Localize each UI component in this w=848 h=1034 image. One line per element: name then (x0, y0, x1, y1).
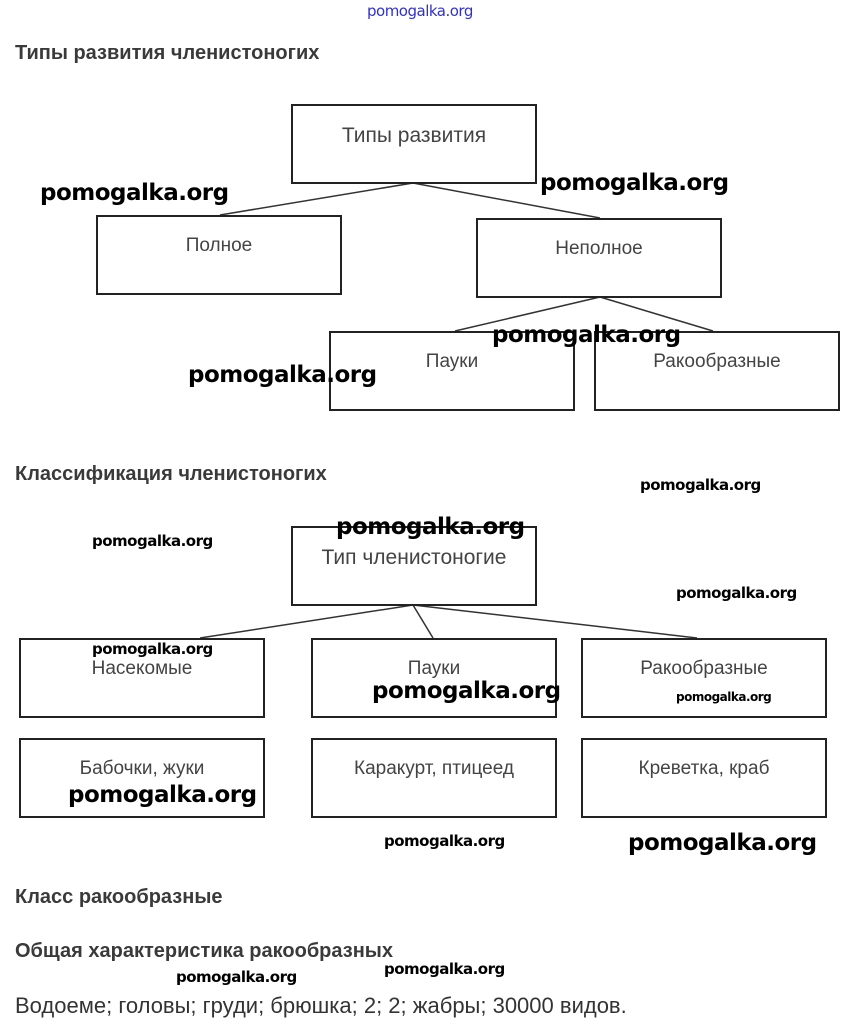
connector-line (412, 604, 698, 639)
answer-text: Водоеме; головы; груди; брюшка; 2; 2; жа… (15, 993, 627, 1018)
diagram-node: Креветка, краб (581, 738, 827, 818)
watermark: pomogalka.org (384, 960, 505, 978)
diagram-node-root: Типы развития (291, 104, 537, 184)
watermark: pomogalka.org (40, 180, 229, 206)
watermark: pomogalka.org (640, 476, 761, 494)
diagram-node: Ракообразные (594, 331, 840, 411)
node-label: Пауки (425, 351, 479, 372)
diagram-node: Неполное (476, 218, 722, 298)
diagram-node: Каракурт, птицеед (311, 738, 557, 818)
watermark: pomogalka.org (336, 514, 525, 540)
watermark: pomogalka.org (367, 2, 473, 20)
node-label: Креветка, краб (638, 758, 770, 779)
watermark: pomogalka.org (676, 584, 797, 602)
node-label: Неполное (555, 238, 643, 259)
watermark: pomogalka.org (92, 532, 213, 550)
watermark: pomogalka.org (92, 640, 213, 658)
node-label: Полное (185, 235, 253, 256)
diagram-node: Полное (96, 215, 342, 295)
diagram-node: Пауки (311, 638, 557, 718)
watermark: pomogalka.org (676, 690, 772, 704)
connector-line (199, 604, 414, 639)
node-label: Типы развития (341, 124, 487, 147)
watermark: pomogalka.org (372, 678, 561, 704)
watermark: pomogalka.org (492, 322, 681, 348)
watermark: pomogalka.org (384, 832, 505, 850)
node-label: Тип членистоногие (321, 546, 507, 569)
node-label: Ракообразные (640, 658, 768, 679)
connector-line (412, 604, 434, 639)
connector-line (599, 296, 714, 332)
connector-line (412, 182, 601, 219)
section-heading: Класс ракообразные (15, 886, 223, 908)
diagram-node: Бабочки, жуки (19, 738, 265, 818)
diagram-node: Ракообразные (581, 638, 827, 718)
watermark: pomogalka.org (176, 968, 297, 986)
section-heading: Классификация членистоногих (15, 463, 327, 485)
watermark: pomogalka.org (540, 170, 729, 196)
connector-line (454, 296, 601, 332)
watermark: pomogalka.org (68, 782, 257, 808)
diagram-node: Пауки (329, 331, 575, 411)
node-label: Ракообразные (653, 351, 781, 372)
diagram-node-root: Тип членистоногие (291, 526, 537, 606)
diagram-node: Насекомые (19, 638, 265, 718)
node-label: Пауки (407, 658, 461, 679)
node-label: Бабочки, жуки (79, 758, 205, 779)
connector-line (219, 182, 414, 216)
node-label: Насекомые (91, 658, 193, 679)
watermark: pomogalka.org (188, 362, 377, 388)
section-heading: Типы развития членистоногих (15, 42, 320, 64)
node-label: Каракурт, птицеед (354, 758, 514, 779)
watermark: pomogalka.org (628, 830, 817, 856)
section-subheading: Общая характеристика ракообразных (15, 940, 393, 962)
